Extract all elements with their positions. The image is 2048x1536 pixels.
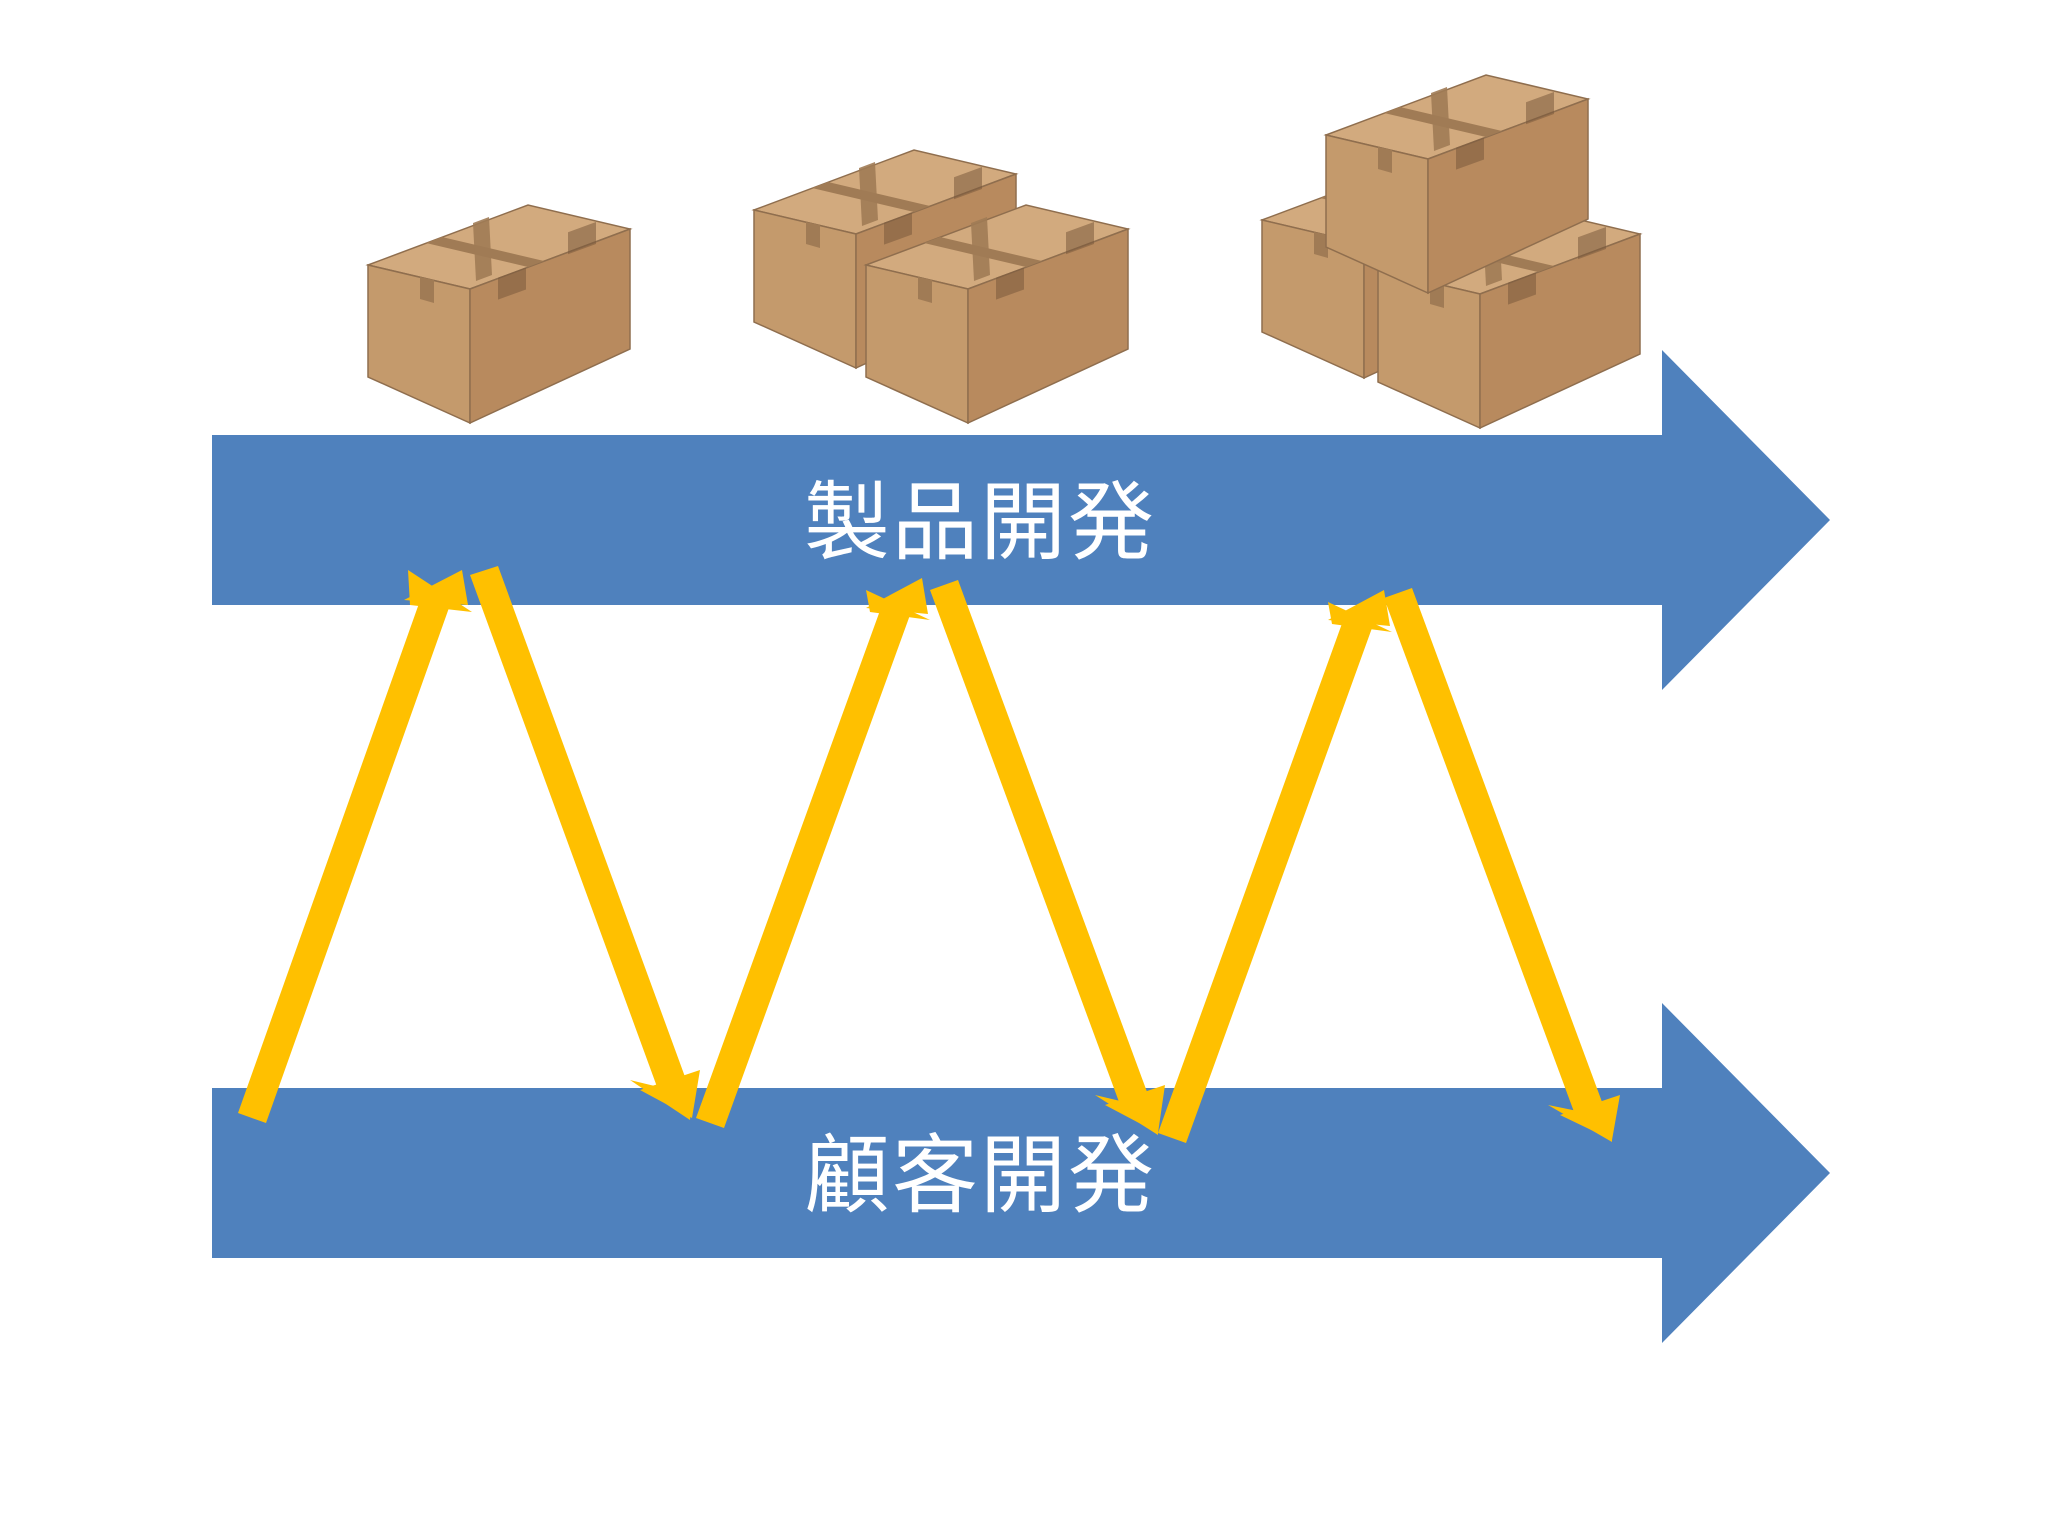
cardboard-box-icon bbox=[367, 204, 631, 424]
zigzag-arrow-down-2 bbox=[930, 580, 1165, 1135]
zigzag-arrow-up-1 bbox=[238, 570, 472, 1123]
zigzag-arrow-up-2 bbox=[696, 578, 930, 1128]
customer-development-label: 顧客開発 bbox=[804, 1126, 1156, 1226]
customer-development-arrow: 顧客開発 bbox=[212, 1003, 1830, 1343]
product-development-label: 製品開発 bbox=[804, 473, 1156, 573]
box-group-1 bbox=[367, 204, 631, 424]
box-group-2 bbox=[753, 149, 1129, 424]
zigzag-arrow-down-1 bbox=[470, 566, 700, 1120]
iteration-zigzag bbox=[238, 566, 1620, 1143]
zigzag-arrow-up-3 bbox=[1158, 590, 1392, 1143]
product-development-arrow: 製品開発 bbox=[212, 350, 1830, 690]
zigzag-arrow-down-3 bbox=[1384, 588, 1620, 1142]
box-group-3 bbox=[1261, 74, 1641, 429]
